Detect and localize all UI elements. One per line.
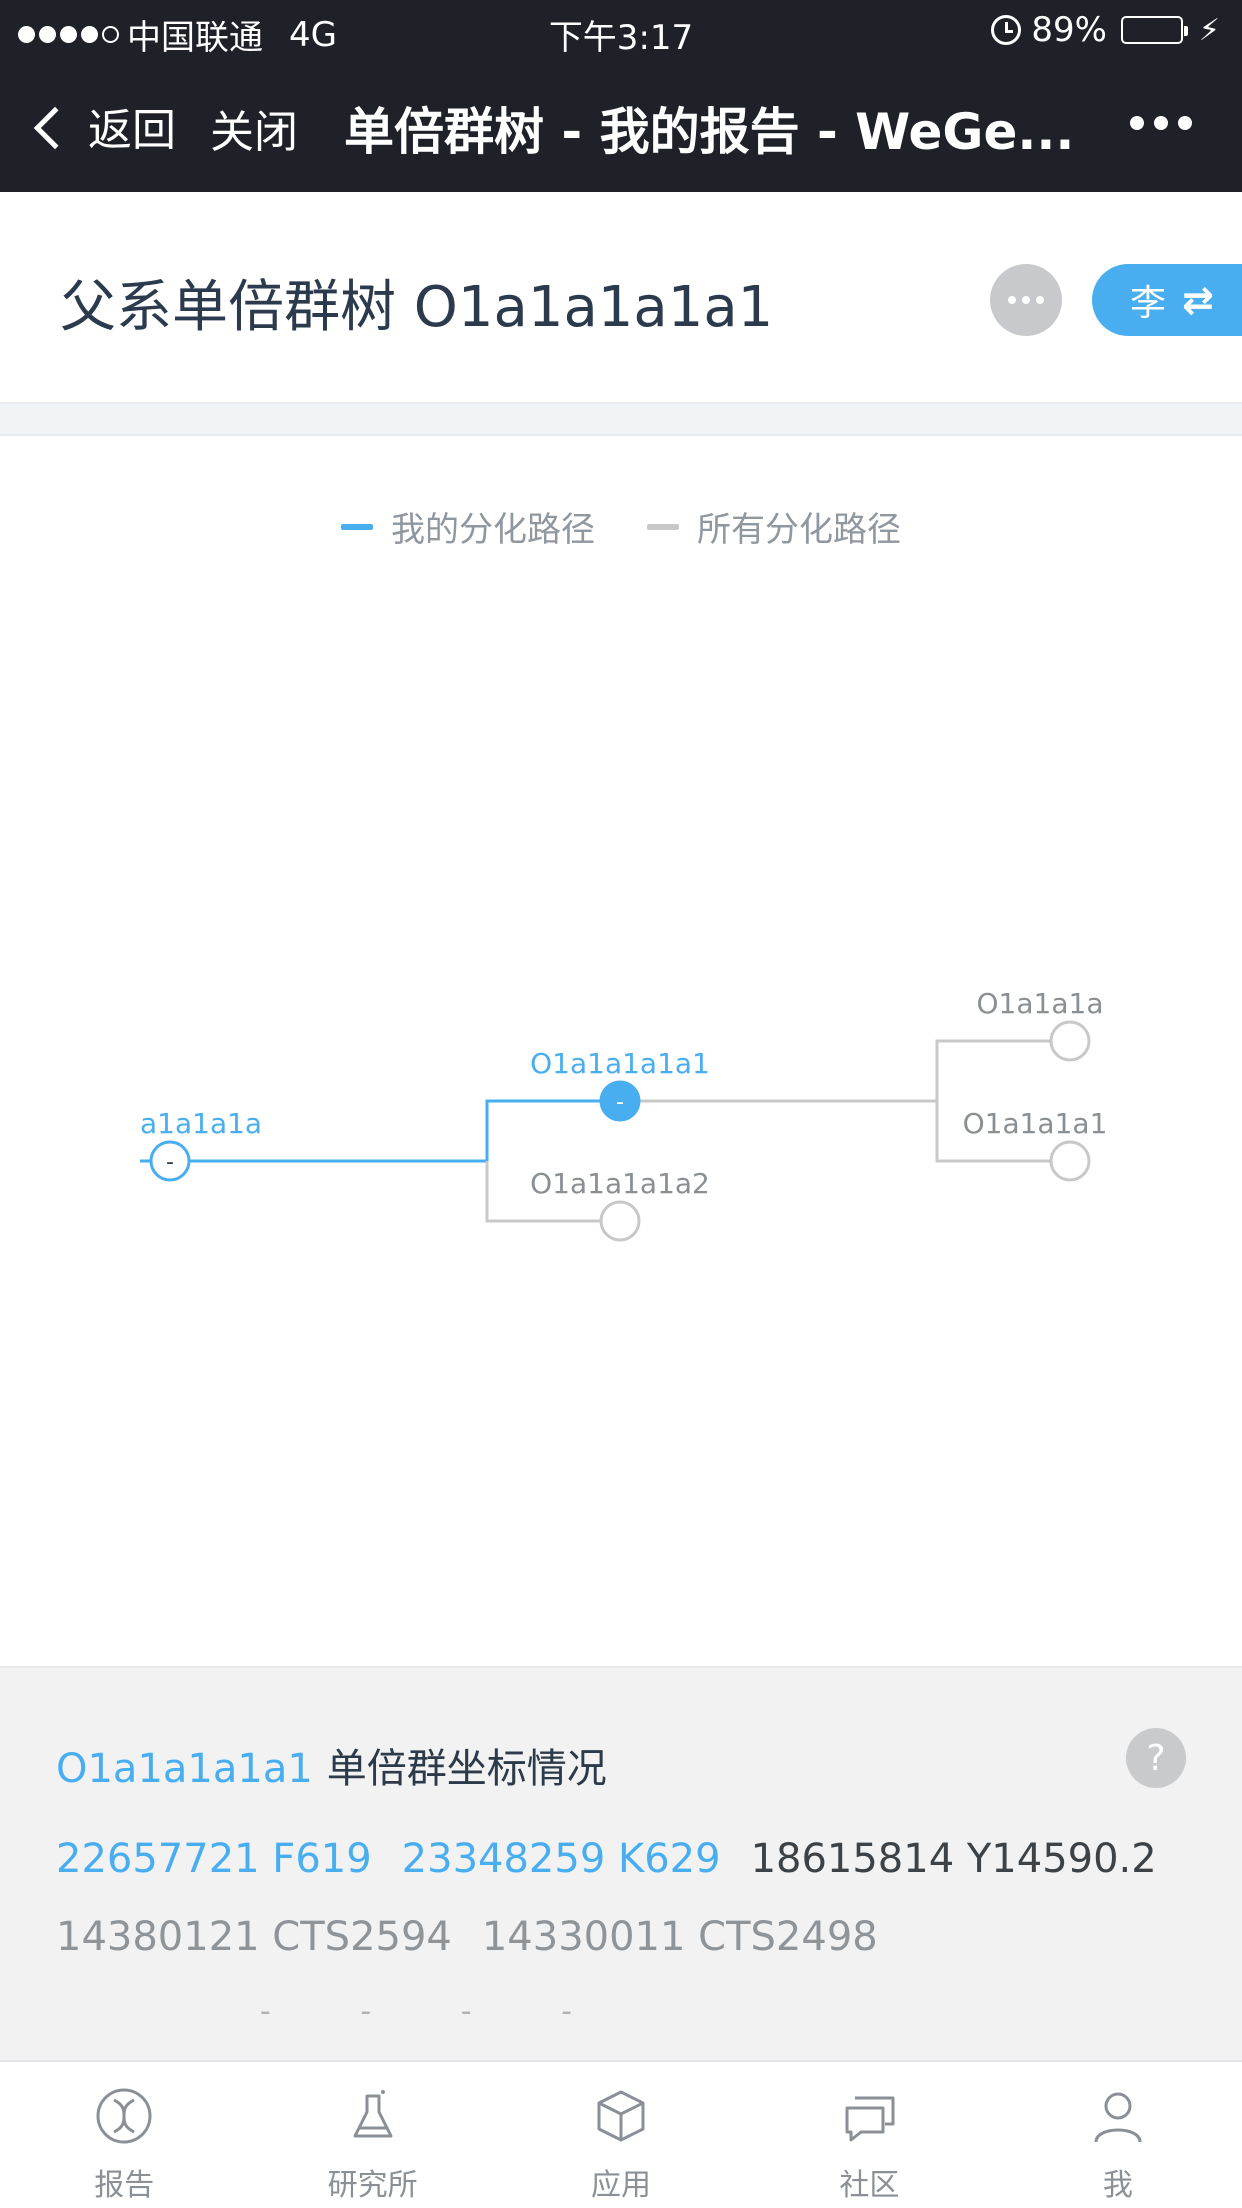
info-title: O1a1a1a1a1 单倍群坐标情况 (56, 1736, 607, 1794)
legend-mine-swatch (341, 523, 373, 530)
tree-node-current[interactable]: - O1a1a1a1a1 (530, 1047, 710, 1122)
tree-node-child2[interactable]: O1a1a1a1 (963, 1107, 1108, 1182)
tab-1[interactable]: 研究所 (248, 2062, 496, 2208)
info-title-text: 单倍群坐标情况 (326, 1746, 607, 1792)
tab-bar: 报告 研究所 应用 社区 我 (0, 2060, 1242, 2208)
back-button[interactable]: 返回 (33, 94, 176, 158)
back-label: 返回 (88, 105, 176, 156)
tree-node-label: O1a1a1a (977, 987, 1104, 1020)
status-bar: 中国联通 4G 下午3:17 89% ⚡ (0, 0, 1242, 62)
page-title: 父系单倍群树 O1a1a1a1a1 (60, 275, 774, 340)
nav-title: 单倍群树 - 我的报告 - WeGe... (344, 103, 1075, 161)
status-left: 中国联通 4G (18, 10, 337, 59)
tab-label: 应用 (591, 2168, 652, 2203)
close-button[interactable]: 关闭 (210, 107, 298, 158)
snp-item: 14330011 CTS2498 (481, 1914, 878, 1960)
ellipsis-icon (1008, 296, 1016, 304)
tab-4[interactable]: 我 (994, 2062, 1242, 2208)
tree-node-circle[interactable] (1049, 1140, 1091, 1182)
snp-row-1: 22657721 F619 23348259 K629 18615814 Y1459… (56, 1836, 1157, 1882)
help-button[interactable]: ? (1126, 1728, 1186, 1788)
faded-scroll-hint: - - - - (260, 1994, 612, 2029)
edge-parent-current (170, 1099, 620, 1163)
tree-node-sibling[interactable]: O1a1a1a1a2 (530, 1167, 710, 1242)
legend-all-label: 所有分化路径 (697, 510, 901, 550)
tab-0[interactable]: 报告 (0, 2062, 248, 2208)
dna-icon (96, 2088, 152, 2144)
collapse-toggle[interactable]: - (616, 1090, 624, 1115)
edge-parent-sibling (485, 1161, 620, 1223)
edge-current-child2 (935, 1101, 1070, 1163)
snp-item: 14380121 CTS2594 (56, 1914, 452, 1960)
tree-node-label: O1a1a1a1a1 (530, 1047, 710, 1080)
snp-item: 18615814 Y14590.2 (750, 1836, 1157, 1882)
snp-item[interactable]: 22657721 F619 (56, 1836, 372, 1882)
person-icon (1094, 2092, 1142, 2143)
page-header: 父系单倍群树 O1a1a1a1a1 李 ⇄ (0, 192, 1242, 402)
alarm-icon (991, 15, 1022, 45)
tab-label: 社区 (839, 2168, 900, 2203)
swap-arrows-icon: ⇄ (1182, 278, 1214, 322)
coordinate-info-panel: O1a1a1a1a1 单倍群坐标情况 ? 22657721 F619 2334825… (0, 1666, 1242, 2060)
network-type: 4G (289, 14, 337, 55)
snp-row-2: 14380121 CTS2594 14330011 CTS2498 (56, 1914, 878, 1960)
back-chevron-icon (33, 106, 77, 150)
tab-2[interactable]: 应用 (497, 2062, 745, 2208)
tree-node-label: O1a1a1a1a2 (530, 1167, 710, 1200)
tab-label: 报告 (94, 2168, 155, 2203)
more-dots-icon (1130, 116, 1144, 130)
tab-label: 研究所 (327, 2168, 418, 2203)
snp-item[interactable]: 23348259 K629 (401, 1836, 721, 1882)
nav-bar: 返回 关闭 单倍群树 - 我的报告 - WeGe... (0, 62, 1242, 192)
legend-mine-label: 我的分化路径 (391, 510, 595, 550)
carrier-name: 中国联通 (127, 18, 263, 58)
tree-node-circle[interactable] (599, 1200, 641, 1242)
edge-current-child1 (620, 1039, 1070, 1103)
tree-legend: 我的分化路径 所有分化路径 (0, 502, 1242, 551)
tree-node-circle[interactable] (599, 1080, 641, 1122)
tree-node-child1[interactable]: O1a1a1a (977, 987, 1104, 1062)
status-right: 89% ⚡ (991, 10, 1220, 50)
info-haplogroup: O1a1a1a1a1 (56, 1746, 313, 1792)
cube-icon (597, 2090, 645, 2142)
battery-icon (1120, 16, 1188, 44)
tree-node-circle[interactable] (1049, 1020, 1091, 1062)
signal-strength-icon (18, 26, 119, 43)
chat-icon (845, 2096, 895, 2142)
tree-node-circle[interactable] (149, 1140, 191, 1182)
tree-node-parent[interactable]: - a1a1a1a (140, 1107, 262, 1182)
tab-label: 我 (1102, 2168, 1133, 2203)
legend-mine: 我的分化路径 (341, 502, 595, 551)
tab-3[interactable]: 社区 (745, 2062, 993, 2208)
user-switch-button[interactable]: 李 ⇄ (1092, 264, 1242, 336)
battery-percent: 89% (1031, 10, 1107, 50)
legend-all: 所有分化路径 (647, 502, 901, 551)
section-divider (0, 402, 1242, 436)
charging-bolt-icon: ⚡ (1198, 12, 1220, 48)
collapse-toggle[interactable]: - (166, 1150, 174, 1175)
flask-icon (353, 2090, 393, 2138)
tree-node-label: a1a1a1a (140, 1107, 262, 1140)
tree-node-label: O1a1a1a1 (963, 1107, 1108, 1140)
legend-all-swatch (647, 523, 679, 530)
more-menu-button[interactable] (1130, 116, 1192, 130)
user-initial: 李 (1130, 283, 1167, 324)
options-button[interactable] (990, 264, 1062, 336)
